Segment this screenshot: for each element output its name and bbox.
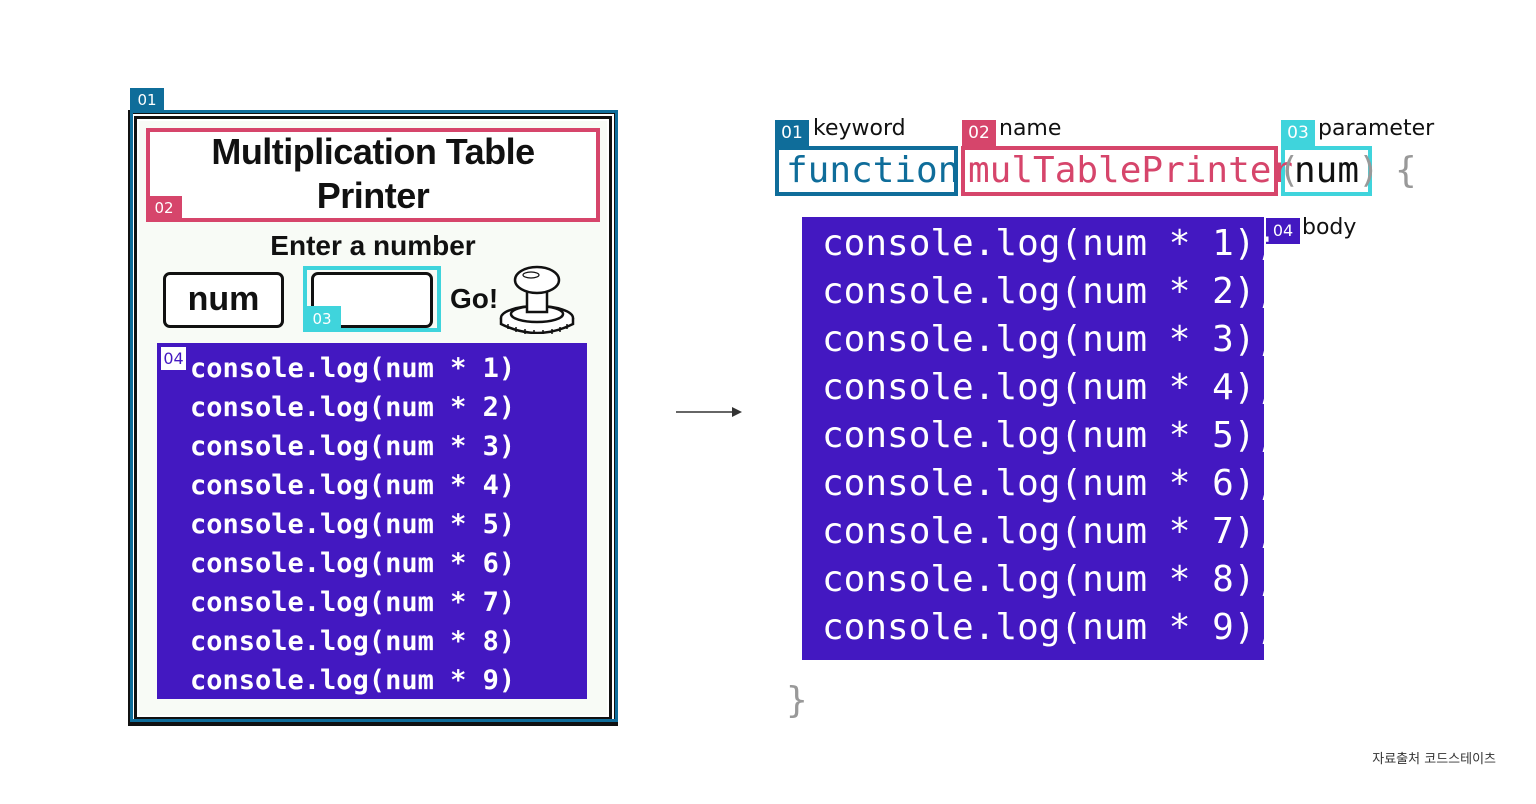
code-body-line: console.log(num * 6); [822,463,1278,504]
code-tag-01: 01 [775,120,809,147]
function-outline [130,110,618,722]
parameter-label: parameter [1318,116,1435,141]
machine-code-line: console.log(num * 1) [190,353,516,384]
code-function-name: mulTablePrinter [968,150,1294,191]
code-keyword: function [786,150,960,191]
machine-title-line1: Multiplication Table [211,131,535,172]
machine-prompt: Enter a number [270,230,476,261]
machine-title-line2: Printer [316,175,430,216]
name-label: name [999,116,1062,141]
code-body-line: console.log(num * 3); [822,319,1278,360]
machine-tag-03: 03 [303,306,341,332]
machine-code-line: console.log(num * 5) [190,509,516,540]
num-label-box: num [163,272,284,328]
machine-code-line: console.log(num * 6) [190,548,516,579]
name-box [961,146,1278,196]
machine-code-line: console.log(num * 9) [190,665,516,696]
machine-code-line: console.log(num * 4) [190,470,516,501]
code-open-brace: { [1395,150,1417,191]
code-body-line: console.log(num * 9); [822,607,1278,648]
code-tag-03: 03 [1281,120,1315,147]
keyword-label: keyword [813,116,906,141]
code-close-paren: ) [1358,150,1380,191]
code-tag-02: 02 [962,120,996,147]
arrow-right-icon [676,407,742,417]
machine-tag-04: 04 [159,345,188,372]
go-button-icon[interactable] [498,264,576,334]
body-label: body [1302,215,1357,240]
parameter-box [1281,146,1372,196]
code-body-line: console.log(num * 4); [822,367,1278,408]
code-parameter: num [1294,150,1360,191]
code-body-line: console.log(num * 7); [822,511,1278,552]
code-body-line: console.log(num * 8); [822,559,1278,600]
machine-tag-01: 01 [130,88,164,112]
machine-title-box [146,128,600,222]
machine-code-body [157,343,587,699]
machine-code-line: console.log(num * 8) [190,626,516,657]
machine-tag-02: 02 [146,196,182,220]
code-close-brace: } [786,680,808,721]
go-label: Go! [450,283,499,314]
code-tag-04: 04 [1266,218,1300,244]
code-body-line: console.log(num * 5); [822,415,1278,456]
code-body-line: console.log(num * 2); [822,271,1278,312]
code-open-paren: ( [1278,150,1300,191]
machine-code-line: console.log(num * 7) [190,587,516,618]
code-body-block [802,217,1264,660]
source-credit: 자료출처 코드스테이츠 [1372,752,1496,767]
code-body-line: console.log(num * 1); [822,223,1278,264]
machine-code-line: console.log(num * 3) [190,431,516,462]
keyword-box [775,146,958,196]
machine-title: Multiplication Table Printer [150,130,596,218]
machine-code-line: console.log(num * 2) [190,392,516,423]
parameter-outline [303,266,441,332]
